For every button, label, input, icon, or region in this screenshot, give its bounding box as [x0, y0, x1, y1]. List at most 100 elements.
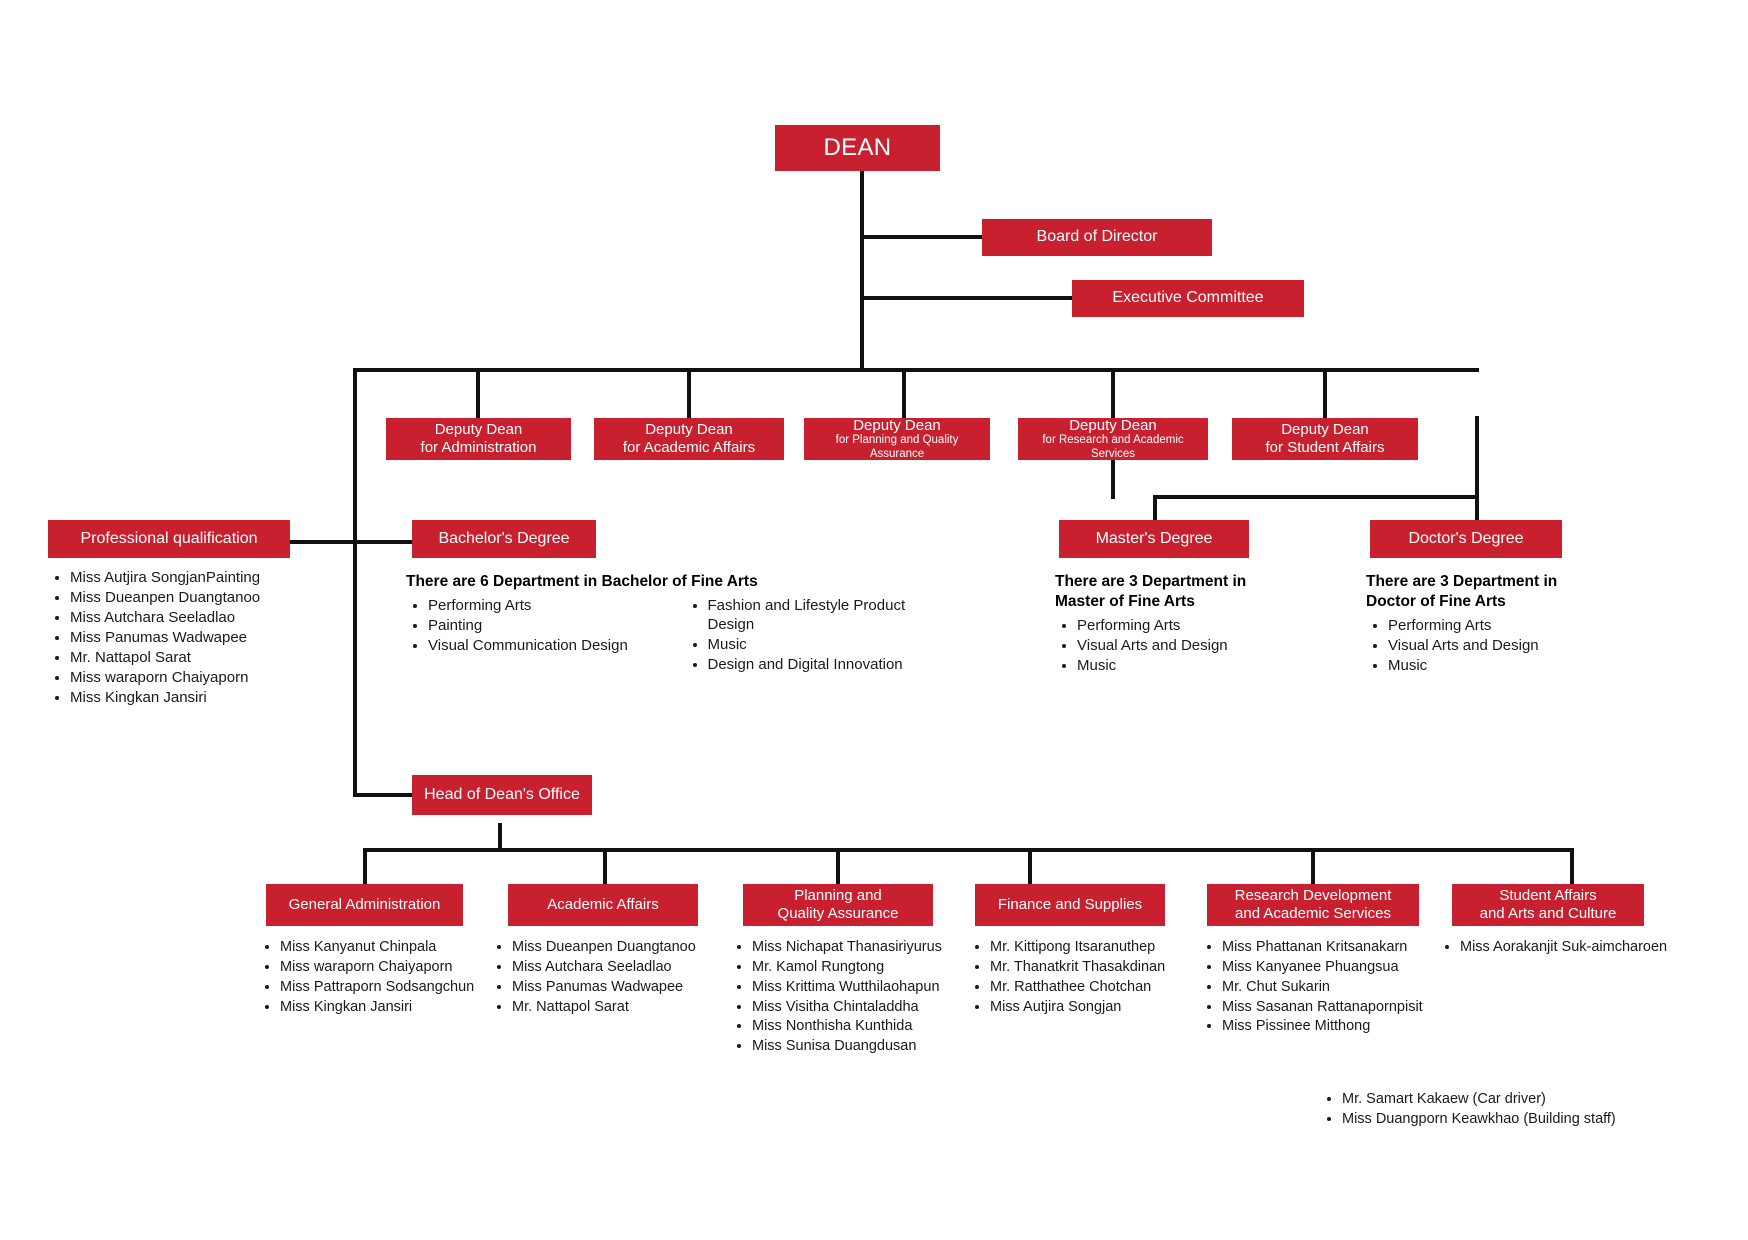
list-item: Visual Arts and Design [1388, 636, 1581, 655]
list-item: Miss Nonthisha Kunthida [752, 1017, 973, 1036]
list-item: Visual Communication Design [428, 636, 672, 655]
deputy-research-line1: Deputy Dean [1069, 416, 1157, 434]
list-item: Painting [428, 616, 672, 635]
support-staff-list: Mr. Samart Kakaew (Car driver) Miss Duan… [1320, 1090, 1660, 1129]
doctors-degree-label: Doctor's Degree [1408, 529, 1524, 547]
list-item: Miss Dueanpen Duangtanoo [70, 588, 348, 607]
unit-student-affairs-line1: Student Affairs [1499, 887, 1597, 905]
node-unit-planning-quality-assurance[interactable]: Planning and Quality Assurance [743, 884, 933, 926]
list-item: Miss Autjira Songjan [990, 998, 1198, 1017]
unit-student-affairs-line2: and Arts and Culture [1479, 905, 1617, 922]
professional-qualification-label: Professional qualification [80, 529, 258, 547]
list-item: Miss Duangporn Keawkhao (Building staff) [1342, 1110, 1660, 1129]
masters-degree-panel: There are 3 Department in Master of Fine… [1055, 572, 1270, 676]
list-item: Miss Autchara Seeladlao [512, 958, 715, 977]
node-masters-degree[interactable]: Master's Degree [1059, 520, 1249, 558]
node-deputy-dean-administration[interactable]: Deputy Dean for Administration [386, 418, 571, 460]
doctors-heading: There are 3 Department in Doctor of Fine… [1366, 573, 1558, 610]
list-item: Miss Aorakanjit Suk-aimcharoen [1460, 938, 1703, 957]
list-item: Miss Autchara Seeladlao [70, 608, 348, 627]
list-item: Mr. Ratthathee Chotchan [990, 978, 1198, 997]
staff-list-general-administration: Miss Kanyanut Chinpala Miss waraporn Cha… [258, 938, 490, 1016]
staff-panel-planning-quality-assurance: Miss Nichapat Thanasiriyurus Mr. Kamol R… [730, 938, 973, 1057]
list-item: Miss Visitha Chintaladdha [752, 998, 973, 1017]
node-professional-qualification[interactable]: Professional qualification [48, 520, 290, 558]
list-item: Performing Arts [1388, 616, 1581, 635]
doctors-departments-list: Performing Arts Visual Arts and Design M… [1366, 616, 1581, 675]
list-item: Miss Kingkan Jansiri [280, 998, 490, 1017]
deputy-research-line2: for Research and Academic Services [1042, 434, 1184, 460]
staff-list-finance-and-supplies: Mr. Kittipong Itsaranuthep Mr. Thanatkri… [968, 938, 1198, 1016]
list-item: Miss Panumas Wadwapee [512, 978, 715, 997]
list-item: Miss Sasanan Rattanapornpisit [1222, 998, 1445, 1017]
deputy-administration-line1: Deputy Dean [434, 421, 523, 439]
list-item: Miss Panumas Wadwapee [70, 628, 348, 647]
list-item: Miss Kanyanut Chinpala [280, 938, 490, 957]
node-deputy-dean-academic-affairs[interactable]: Deputy Dean for Academic Affairs [594, 418, 784, 460]
list-item: Miss Pissinee Mitthong [1222, 1017, 1445, 1036]
staff-list-student-affairs: Miss Aorakanjit Suk-aimcharoen [1438, 938, 1703, 957]
list-item: Miss Pattraporn Sodsangchun [280, 978, 490, 997]
list-item: Miss Dueanpen Duangtanoo [512, 938, 715, 957]
list-item: Mr. Thanatkrit Thasakdinan [990, 958, 1198, 977]
unit-planning-line2: Quality Assurance [777, 905, 899, 922]
deputy-student-line2: for Student Affairs [1265, 439, 1385, 456]
node-unit-finance-and-supplies[interactable]: Finance and Supplies [975, 884, 1165, 926]
node-bachelors-degree[interactable]: Bachelor's Degree [412, 520, 596, 558]
node-deputy-dean-planning-quality-assurance[interactable]: Deputy Dean for Planning and Quality Ass… [804, 416, 990, 460]
node-deputy-dean-student-affairs[interactable]: Deputy Dean for Student Affairs [1232, 418, 1418, 460]
list-item: Mr. Samart Kakaew (Car driver) [1342, 1090, 1660, 1109]
list-item: Mr. Nattapol Sarat [70, 648, 348, 667]
node-dean[interactable]: DEAN [775, 125, 940, 171]
list-item: Music [708, 635, 952, 654]
list-item: Miss waraporn Chaiyaporn [280, 958, 490, 977]
list-item: Music [1388, 656, 1581, 675]
staff-list-research-development: Miss Phattanan Kritsanakarn Miss Kanyane… [1200, 938, 1445, 1036]
deputy-academic-line2: for Academic Affairs [622, 439, 756, 456]
node-board-of-director-label: Board of Director [1036, 228, 1158, 246]
node-executive-committee[interactable]: Executive Committee [1072, 280, 1304, 317]
node-deputy-dean-research-academic-services[interactable]: Deputy Dean for Research and Academic Se… [1018, 416, 1208, 460]
unit-finance-line1: Finance and Supplies [997, 896, 1143, 914]
node-unit-research-development-academic-services[interactable]: Research Development and Academic Servic… [1207, 884, 1419, 926]
list-item: Mr. Kamol Rungtong [752, 958, 973, 977]
list-item: Miss Sunisa Duangdusan [752, 1037, 973, 1056]
node-doctors-degree[interactable]: Doctor's Degree [1370, 520, 1562, 558]
professional-qualification-list: Miss Autjira SongjanPainting Miss Dueanp… [48, 568, 348, 707]
support-staff-panel: Mr. Samart Kakaew (Car driver) Miss Duan… [1320, 1090, 1660, 1130]
list-item: Miss Phattanan Kritsanakarn [1222, 938, 1445, 957]
unit-general-administration-line1: General Administration [288, 896, 441, 914]
staff-panel-student-affairs: Miss Aorakanjit Suk-aimcharoen [1438, 938, 1703, 958]
list-item: Design and Digital Innovation [708, 655, 952, 674]
doctors-degree-panel: There are 3 Department in Doctor of Fine… [1366, 572, 1581, 676]
bachelors-degree-label: Bachelor's Degree [438, 529, 570, 547]
bachelors-degree-panel: There are 6 Department in Bachelor of Fi… [406, 572, 951, 675]
unit-academic-affairs-line1: Academic Affairs [547, 896, 659, 914]
deputy-planning-line1: Deputy Dean [853, 416, 941, 434]
list-item: Music [1077, 656, 1270, 675]
staff-list-academic-affairs: Miss Dueanpen Duangtanoo Miss Autchara S… [490, 938, 715, 1016]
list-item: Miss Kingkan Jansiri [70, 688, 348, 707]
staff-panel-general-administration: Miss Kanyanut Chinpala Miss waraporn Cha… [258, 938, 490, 1017]
node-unit-academic-affairs[interactable]: Academic Affairs [508, 884, 698, 926]
deputy-administration-line2: for Administration [420, 439, 537, 456]
node-executive-committee-label: Executive Committee [1112, 289, 1264, 307]
bachelors-heading: There are 6 Department in Bachelor of Fi… [406, 573, 758, 590]
bachelors-departments-col1: Performing Arts Painting Visual Communic… [406, 596, 672, 655]
node-head-of-deans-office[interactable]: Head of Dean's Office [412, 775, 592, 815]
deputy-academic-line1: Deputy Dean [645, 421, 733, 439]
deputy-student-line1: Deputy Dean [1281, 421, 1369, 439]
list-item: Fashion and Lifestyle Product Design [708, 596, 952, 634]
staff-panel-academic-affairs: Miss Dueanpen Duangtanoo Miss Autchara S… [490, 938, 715, 1017]
list-item: Miss Krittima Wutthilaohapun [752, 978, 973, 997]
list-item: Miss Nichapat Thanasiriyurus [752, 938, 973, 957]
staff-list-planning-quality-assurance: Miss Nichapat Thanasiriyurus Mr. Kamol R… [730, 938, 973, 1056]
node-unit-general-administration[interactable]: General Administration [266, 884, 463, 926]
bachelors-departments-col2: Fashion and Lifestyle Product Design Mus… [686, 596, 952, 674]
list-item: Mr. Chut Sukarin [1222, 978, 1445, 997]
node-unit-student-affairs-arts-culture[interactable]: Student Affairs and Arts and Culture [1452, 884, 1644, 926]
node-board-of-director[interactable]: Board of Director [982, 219, 1212, 256]
unit-research-line2: and Academic Services [1235, 905, 1391, 922]
list-item: Miss Kanyanee Phuangsua [1222, 958, 1445, 977]
